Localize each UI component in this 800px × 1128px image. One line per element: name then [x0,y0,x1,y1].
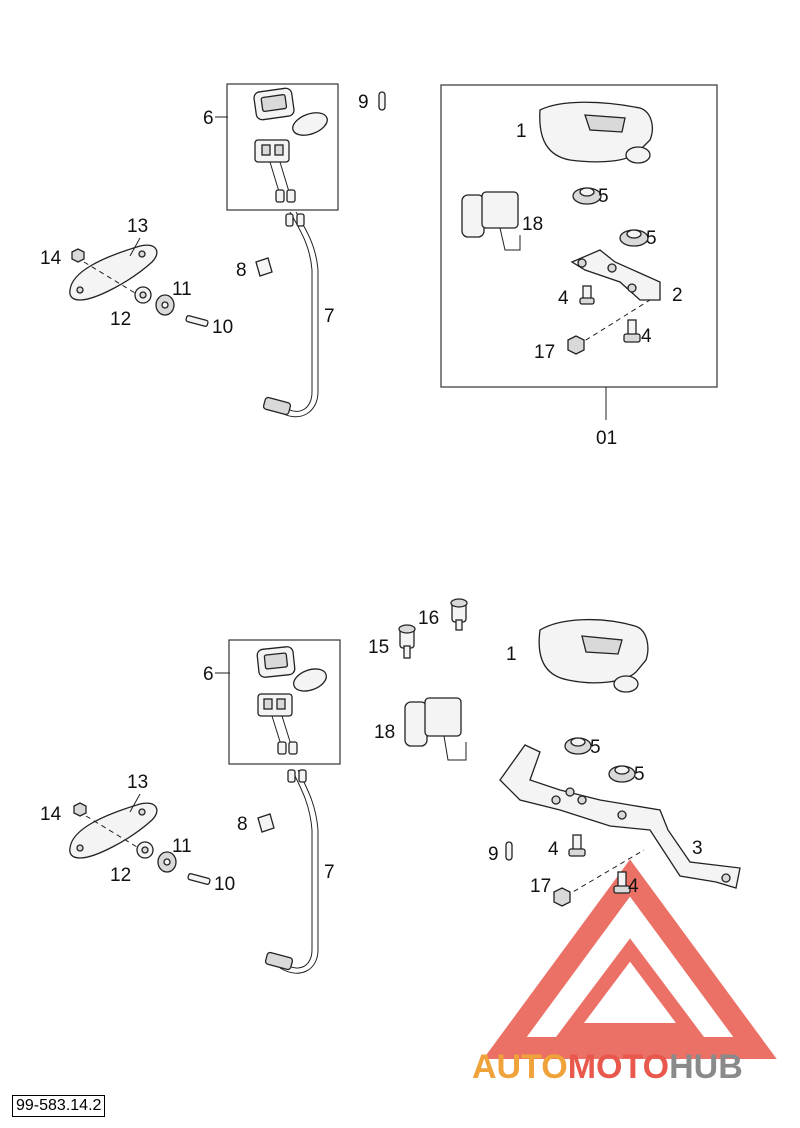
label-b5b: 5 [634,764,645,785]
diagram-code: 99-583.14.2 [12,1095,106,1117]
label-17: 17 [534,342,555,363]
top-assembly: 6 7 9 [40,83,718,449]
label-b7: 7 [324,862,335,883]
label-5b: 5 [646,228,657,249]
speedometer-bracket-b-icon [257,693,298,755]
screw-b-icon [187,873,211,885]
label-7: 7 [324,306,335,327]
label-b1: 1 [506,644,517,665]
label-b18: 18 [374,722,395,743]
label-1: 1 [516,121,527,142]
speedometer-cable-icon [262,211,319,418]
clip-icon [255,257,273,277]
label-b11: 11 [172,836,192,857]
label-b13: 13 [127,772,148,793]
bolt-c-icon [568,834,586,857]
label-b17: 17 [530,876,551,897]
label-b5a: 5 [590,737,601,758]
nut-b-icon [73,802,87,817]
grommet-b-icon [157,851,177,873]
speedometer-cable-b-icon [264,769,319,974]
label-5a: 5 [598,186,609,207]
label-4a: 4 [558,288,569,309]
label-b16: 16 [418,608,439,629]
switch-housing-b-icon [538,618,649,693]
item6-frame [226,83,339,211]
bulb-b-icon [505,841,513,861]
label-b6: 6 [203,664,214,685]
indicator-lamp-b-icon [398,624,416,659]
label-11: 11 [172,279,192,300]
speedometer-display-b-icon [256,646,327,692]
watermark-text: AUTOMOTOHUB [472,1048,743,1086]
cover-plate-b-icon [69,802,158,859]
label-4b: 4 [641,326,652,347]
label-6: 6 [203,108,214,129]
label-b8: 8 [237,814,248,835]
bulb-icon [378,91,386,111]
indicator-lamp-icon [450,598,468,631]
screw-icon [185,315,209,327]
label-b15: 15 [368,637,389,658]
bracket-icon [570,249,661,301]
rubber-damper-icon [572,187,602,205]
label-10: 10 [212,317,233,338]
switch-housing-icon [539,101,653,164]
flange-bolt-icon [567,335,585,355]
washer-icon [134,286,152,304]
label-b3: 3 [692,838,703,859]
watermark-logo [483,859,777,1059]
bolt-icon [579,285,595,305]
item6b-frame [228,639,341,765]
label-9: 9 [358,92,369,113]
label-b4b: 4 [628,876,639,897]
label-13: 13 [127,216,148,237]
label-8: 8 [236,260,247,281]
label-b9: 9 [488,844,499,865]
relay-icon [461,191,521,251]
label-b12: 12 [110,865,131,886]
label-12: 12 [110,309,131,330]
grommet-icon [155,294,175,316]
bottom-assembly: 6 7 8 [40,598,741,974]
bolt-b-icon [623,319,641,343]
label-2: 2 [672,285,683,306]
flange-bolt-b-icon [553,887,571,907]
relay-b-icon [404,697,467,761]
label-b10: 10 [214,874,235,895]
label-14: 14 [40,248,62,269]
bolt-d-icon [613,871,631,894]
item01-frame [440,84,718,388]
label-01: 01 [596,428,617,449]
cover-plate-icon [69,244,158,301]
clip-b-icon [257,813,275,833]
main-bracket-icon [499,744,741,889]
speedometer-display-icon [253,87,328,136]
rubber-damper-c-icon [564,737,592,755]
speedometer-bracket-icon [254,139,296,203]
label-b14: 14 [40,804,62,825]
rubber-damper-b-icon [619,229,649,247]
nut-icon [71,248,85,263]
rubber-damper-d-icon [608,765,636,783]
label-18: 18 [522,214,543,235]
label-b4a: 4 [548,839,559,860]
washer-b-icon [136,841,154,859]
